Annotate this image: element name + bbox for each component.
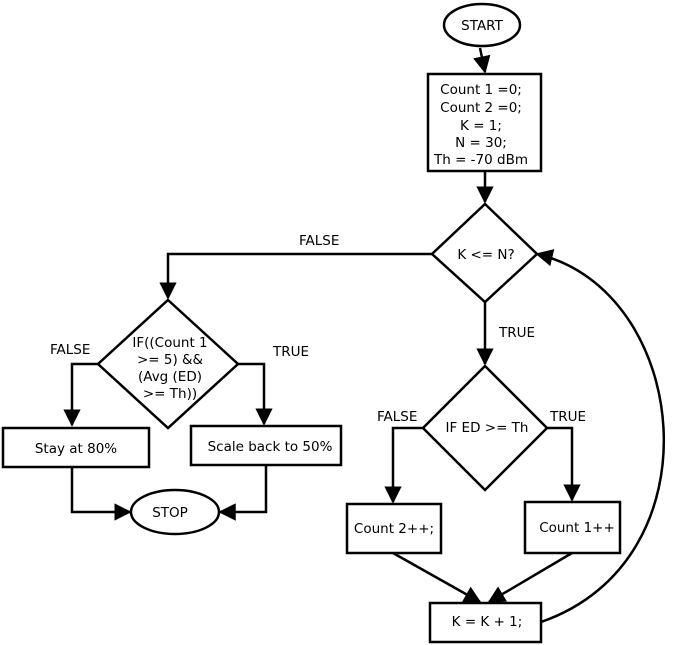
edge-loop-false	[159, 252, 432, 300]
edge-count2-to-kinc	[392, 551, 482, 604]
count1-node: Count 1++	[523, 500, 622, 555]
edge-ed-false	[384, 426, 423, 504]
edge-ed-true	[547, 426, 581, 502]
label-ed-true: TRUE	[549, 409, 586, 425]
final-check-line-2: >= 5) &&	[137, 352, 204, 368]
edge-count1-to-kinc	[487, 551, 573, 604]
stay-node: Stay at 80%	[1, 426, 151, 469]
ed-check-label: IF ED >= Th	[446, 420, 529, 436]
start-label: START	[461, 18, 503, 34]
init-line-1: Count 1 =0;	[440, 82, 522, 98]
edge-final-false	[63, 362, 98, 427]
stay-label: Stay at 80%	[35, 441, 117, 457]
loop-check-node: K <= N?	[430, 202, 539, 304]
k-increment-node: K = K + 1;	[428, 601, 543, 644]
init-line-4: N = 30;	[455, 135, 507, 151]
label-loop-true: TRUE	[498, 325, 535, 341]
label-final-true: TRUE	[272, 344, 309, 360]
count2-node: Count 2++;	[345, 502, 443, 555]
count2-label: Count 2++;	[354, 521, 434, 537]
label-final-false: FALSE	[50, 342, 90, 358]
final-check-node: IF((Count 1 >= 5) && (Avg (ED) >= Th))	[96, 298, 240, 430]
final-check-line-1: IF((Count 1	[132, 335, 207, 351]
stop-label: STOP	[152, 505, 188, 521]
init-line-5: Th = -70 dBm	[433, 152, 528, 168]
edge-final-true	[238, 362, 273, 426]
ed-check-node: IF ED >= Th	[421, 364, 549, 492]
label-ed-false: FALSE	[377, 409, 417, 425]
scale-back-node: Scale back to 50%	[189, 424, 343, 467]
init-line-2: Count 2 =0;	[440, 100, 522, 116]
count1-label: Count 1++	[539, 520, 615, 536]
start-node: START	[442, 2, 522, 48]
loop-check-label: K <= N?	[457, 247, 514, 263]
final-check-line-3: (Avg (ED)	[138, 369, 202, 385]
k-increment-label: K = K + 1;	[452, 614, 523, 630]
final-check-line-4: >= Th))	[143, 386, 197, 402]
edge-loop-back	[535, 249, 666, 624]
init-node: Count 1 =0; Count 2 =0; K = 1; N = 30; T…	[426, 72, 543, 173]
scale-back-label: Scale back to 50%	[208, 439, 333, 455]
edge-stay-to-stop	[70, 467, 132, 521]
edges	[63, 47, 666, 624]
edge-scale-to-stop	[218, 465, 268, 521]
edge-start-to-init	[473, 47, 491, 74]
edge-labels: FALSE TRUE FALSE TRUE FALSE TRUE	[50, 233, 586, 425]
label-loop-false: FALSE	[299, 233, 339, 249]
stop-node: STOP	[129, 488, 221, 536]
init-line-3: K = 1;	[460, 118, 502, 134]
